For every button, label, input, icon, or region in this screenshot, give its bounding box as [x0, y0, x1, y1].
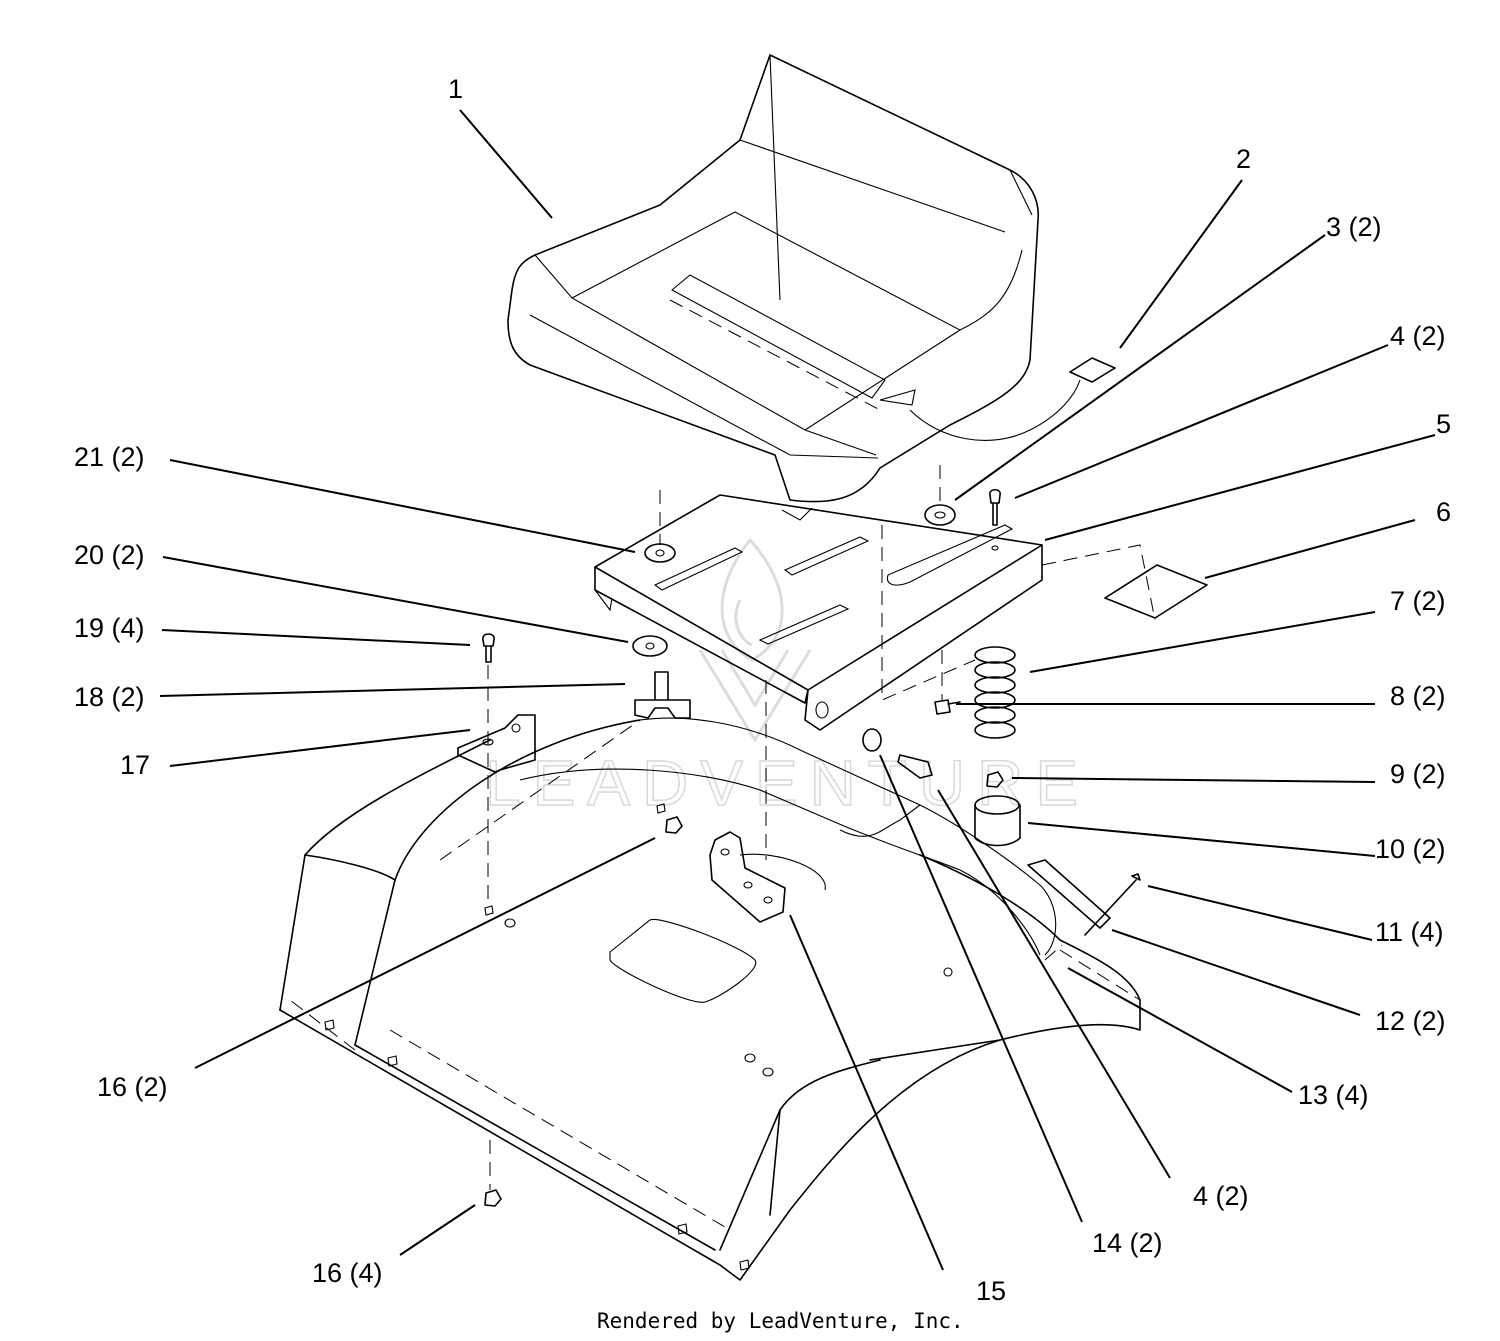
- callout-20: 20 (2): [74, 540, 145, 570]
- callout-15: 15: [976, 1276, 1006, 1306]
- bolt-8: [934, 699, 961, 715]
- callout-3: 3 (2): [1326, 212, 1382, 242]
- callout-4-top: 4 (2): [1390, 321, 1446, 351]
- callout-13: 13 (4): [1298, 1080, 1369, 1110]
- nut-9: [986, 771, 1004, 788]
- callout-4-bottom: 4 (2): [1193, 1181, 1249, 1211]
- bolt-14: [897, 754, 933, 779]
- watermark-text: LEADVENTURE: [485, 747, 1090, 819]
- callout-21: 21 (2): [74, 442, 145, 472]
- fender-frame: [279, 717, 1141, 1281]
- callout-7: 7 (2): [1390, 586, 1446, 616]
- seat-switch-harness: [879, 357, 1116, 441]
- spacer-21: [644, 543, 676, 563]
- callout-2: 2: [1236, 144, 1251, 174]
- decal-and-plate: [1027, 564, 1208, 929]
- spacer-3: [924, 504, 956, 526]
- washer-15: [862, 728, 882, 752]
- plate-12: [1027, 859, 1111, 929]
- decal-6: [1104, 564, 1208, 619]
- assembly-lines: [439, 465, 1156, 1190]
- nut-16-upper: [665, 816, 683, 834]
- bracket-17: [457, 714, 536, 773]
- washer-20: [632, 635, 668, 657]
- knob-18: [634, 671, 691, 719]
- callout-17: 17: [120, 750, 150, 780]
- callout-18: 18 (2): [74, 682, 145, 712]
- watermark-flame-icon: [698, 537, 812, 743]
- leader-lines: [159, 109, 1436, 1271]
- fasteners: [482, 488, 1141, 1207]
- credit-text: Rendered by LeadVenture, Inc.: [597, 1309, 964, 1333]
- callout-5: 5: [1436, 409, 1451, 439]
- callout-16-lower: 16 (4): [312, 1258, 383, 1288]
- callout-11: 11 (4): [1375, 917, 1444, 947]
- callout-14: 14 (2): [1092, 1228, 1163, 1258]
- callout-8: 8 (2): [1390, 681, 1446, 711]
- callout-19: 19 (4): [74, 613, 145, 643]
- seat-mount-plate: [594, 494, 1043, 731]
- callout-9: 9 (2): [1390, 759, 1446, 789]
- pivot-bracket: [709, 831, 786, 923]
- callout-12: 12 (2): [1375, 1006, 1446, 1036]
- callout-10: 10 (2): [1375, 834, 1446, 864]
- washers: [632, 504, 956, 657]
- screw-11: [1084, 873, 1141, 936]
- callout-6: 6: [1436, 497, 1451, 527]
- spring-and-bumper: [974, 646, 1021, 847]
- watermark: LEADVENTURE: [484, 537, 1090, 820]
- callout-1: 1: [448, 74, 463, 104]
- callout-labels: 1 2 3 (2) 4 (2) 5 6 7 (2) 8 (2) 9 (2) 10…: [74, 74, 1451, 1306]
- nut-16-lower: [484, 1189, 502, 1207]
- seat: [507, 54, 1040, 521]
- callout-16-upper: 16 (2): [97, 1072, 168, 1102]
- bolt-4-top: [989, 488, 1001, 526]
- bolt-19: [482, 633, 495, 663]
